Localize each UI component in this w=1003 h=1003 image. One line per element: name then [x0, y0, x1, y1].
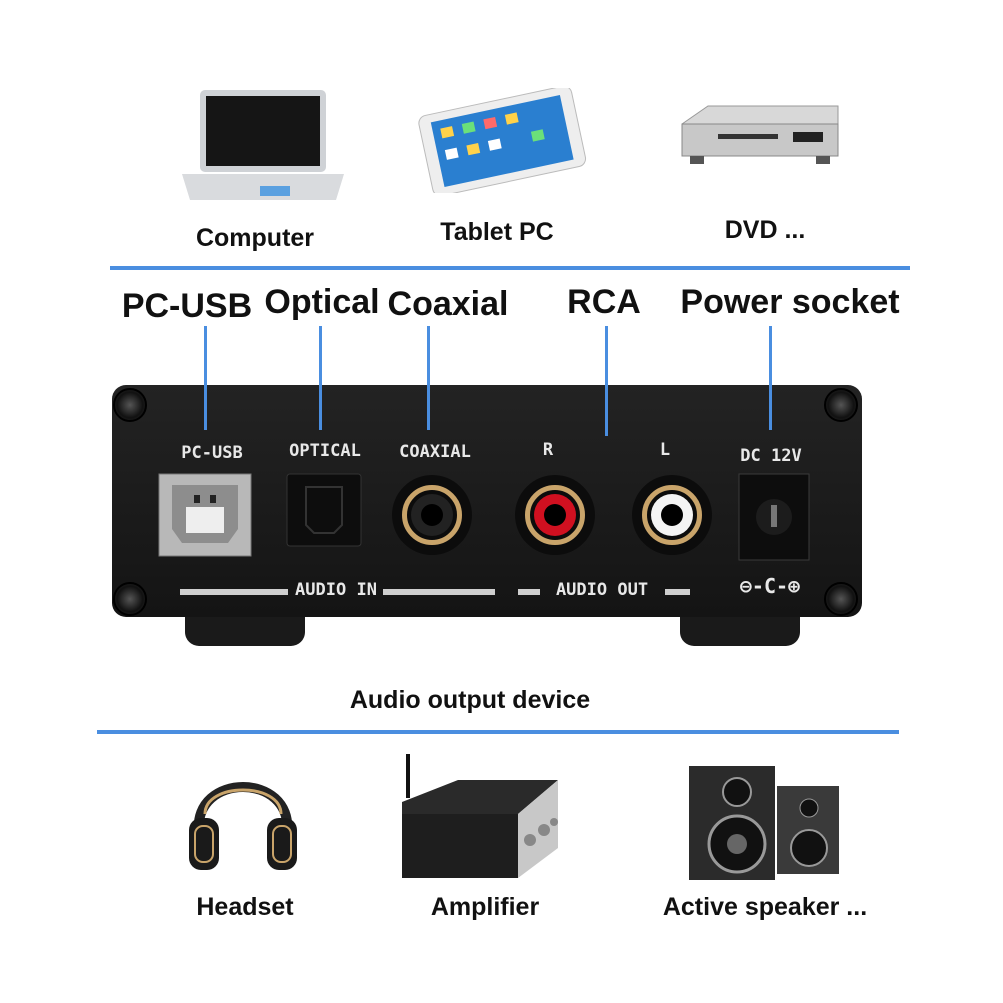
callout-power-socket: Power socket [680, 283, 900, 321]
panel-label-optical: OPTICAL [289, 441, 361, 461]
usb-b-port [158, 473, 252, 557]
speaker-icon [689, 766, 839, 880]
divider-bottom [97, 730, 899, 734]
rca-right-port [515, 475, 595, 555]
dc-power-jack [738, 473, 810, 561]
screw-icon [113, 388, 147, 422]
output-caption: Audio output device [349, 686, 591, 714]
laptop-icon [182, 90, 344, 200]
panel-label-audio-out: AUDIO OUT [555, 580, 649, 600]
rca-left-port [632, 475, 712, 555]
audio-out-bar [665, 589, 690, 595]
polarity-symbol: ⊖-C-⊕ [739, 574, 801, 598]
coaxial-port [392, 475, 472, 555]
headphones-icon [189, 782, 297, 870]
screw-icon [824, 388, 858, 422]
callout-pc-usb: PC-USB [121, 287, 253, 325]
output-label-active-speaker: Active speaker ... [662, 893, 868, 921]
divider-top [110, 266, 910, 270]
panel-label-dc: DC 12V [740, 446, 802, 466]
panel-label-r: R [542, 440, 554, 460]
pointer-line [769, 326, 772, 430]
panel-label-l: L [659, 440, 671, 460]
tablet-icon [418, 88, 587, 193]
audio-in-bar [180, 589, 288, 595]
screw-icon [824, 582, 858, 616]
audio-in-bar [383, 589, 495, 595]
panel-label-audio-in: AUDIO IN [295, 580, 377, 600]
pointer-line [204, 326, 207, 430]
optical-port [286, 473, 362, 547]
dvd-player-icon [681, 105, 839, 164]
panel-label-pc-usb: PC-USB [181, 443, 243, 463]
pointer-line [427, 326, 430, 430]
pointer-line [605, 326, 608, 436]
source-label-computer: Computer [195, 224, 315, 252]
screw-icon [113, 582, 147, 616]
audio-out-bar [518, 589, 540, 595]
callout-coaxial: Coaxial [387, 285, 509, 323]
source-label-tablet: Tablet PC [440, 218, 554, 246]
amplifier-icon [402, 754, 558, 878]
source-label-dvd: DVD ... [724, 216, 806, 244]
pointer-line [319, 326, 322, 430]
callout-rca: RCA [567, 283, 641, 321]
output-label-amplifier: Amplifier [430, 893, 540, 921]
callout-optical: Optical [264, 283, 380, 321]
output-label-headset: Headset [196, 893, 294, 921]
panel-label-coaxial: COAXIAL [399, 442, 471, 462]
